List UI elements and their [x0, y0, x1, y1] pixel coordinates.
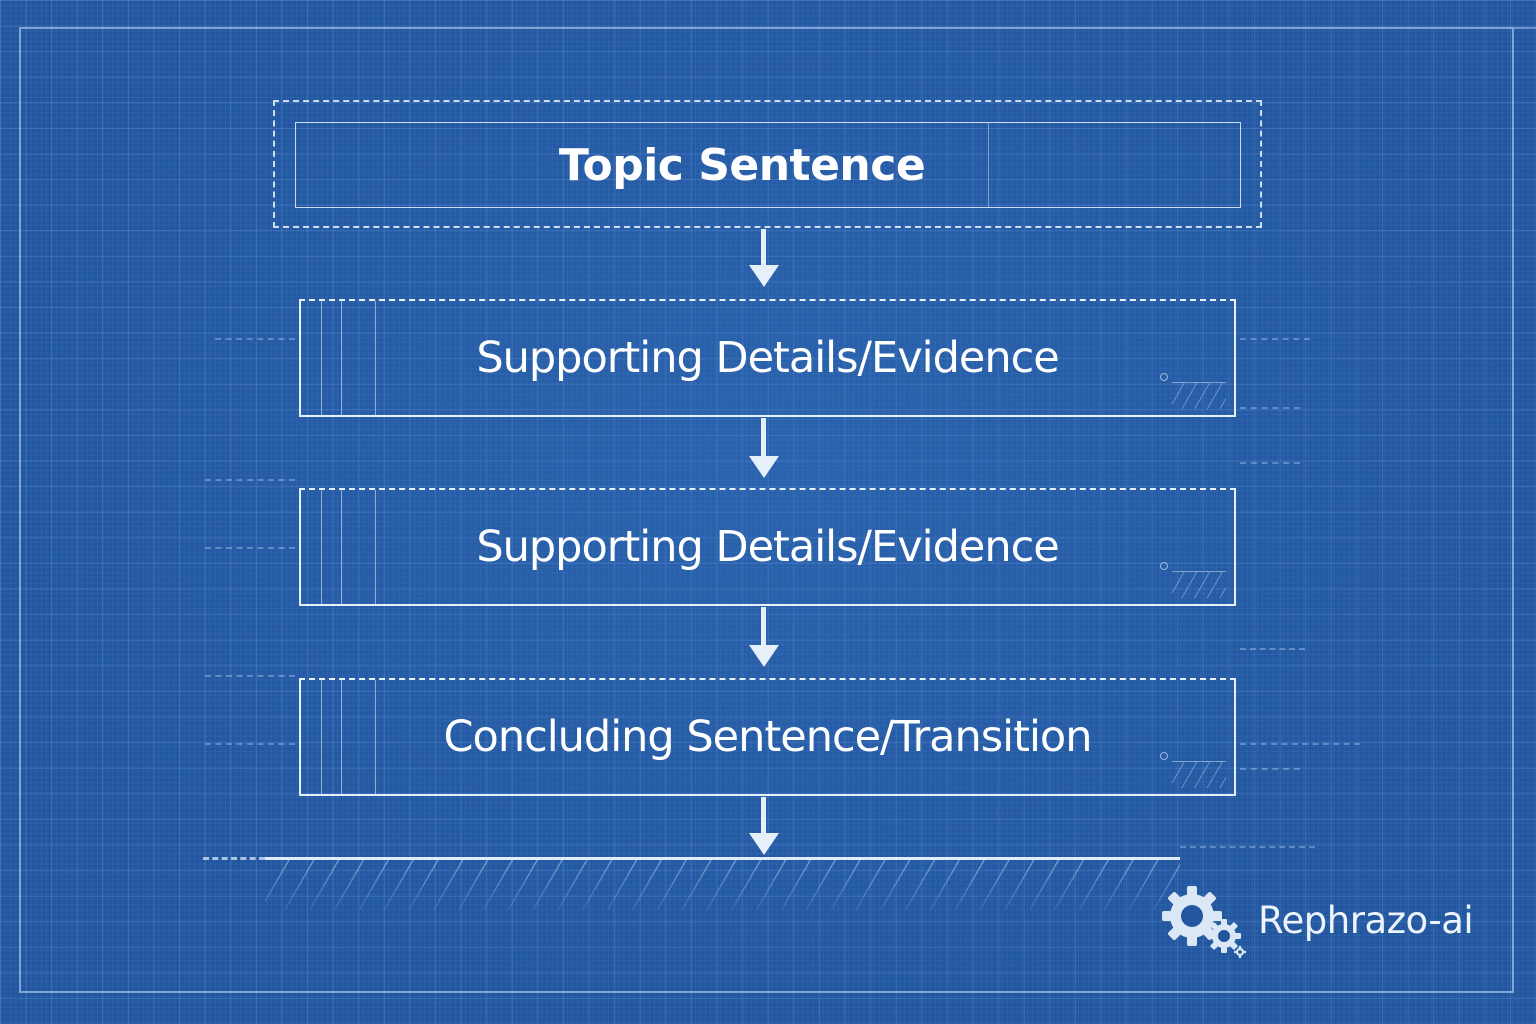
hatch-mark	[1172, 761, 1226, 788]
extension-line	[205, 547, 295, 549]
concluding-sentence-box: Concluding Sentence/Transition	[299, 678, 1236, 796]
step-label: Concluding Sentence/Transition	[443, 712, 1093, 762]
extension-line	[215, 338, 295, 340]
arrow-down-icon	[749, 797, 779, 855]
title-outer-frame	[273, 100, 1262, 228]
extension-line	[1240, 768, 1300, 770]
extension-line	[1240, 648, 1305, 650]
brand-logo: Rephrazo-ai	[1160, 882, 1474, 958]
extension-line	[1240, 407, 1300, 409]
frame-edge-line	[1514, 27, 1536, 29]
arrow-down-icon	[749, 418, 779, 478]
supporting-details-box-2: Supporting Details/Evidence	[299, 488, 1236, 606]
supporting-details-box-1: Supporting Details/Evidence	[299, 299, 1236, 417]
arrow-down-icon	[749, 607, 779, 667]
extension-line	[205, 743, 295, 745]
annotation-mark	[1160, 562, 1168, 570]
ground-hatch-line	[265, 857, 1180, 910]
step-label: Supporting Details/Evidence	[476, 333, 1059, 383]
ground-line-extension	[203, 857, 265, 860]
blueprint-frame	[19, 27, 1514, 993]
brand-name: Rephrazo-ai	[1258, 898, 1474, 942]
annotation-mark	[1160, 752, 1168, 760]
gears-icon	[1162, 886, 1246, 958]
extension-line	[1180, 846, 1315, 848]
extension-line	[1240, 743, 1360, 745]
step-label: Supporting Details/Evidence	[476, 522, 1059, 572]
extension-line	[1240, 462, 1300, 464]
topic-sentence-box: Topic Sentence	[295, 122, 1241, 208]
hatch-mark	[1172, 571, 1226, 598]
extension-line	[205, 675, 295, 677]
annotation-mark	[1160, 373, 1168, 381]
extension-line	[205, 479, 295, 481]
title-divider	[988, 123, 989, 207]
topic-sentence-label: Topic Sentence	[558, 139, 926, 191]
arrow-down-icon	[749, 229, 779, 287]
hatch-mark	[1172, 382, 1226, 409]
extension-line	[1240, 338, 1310, 340]
